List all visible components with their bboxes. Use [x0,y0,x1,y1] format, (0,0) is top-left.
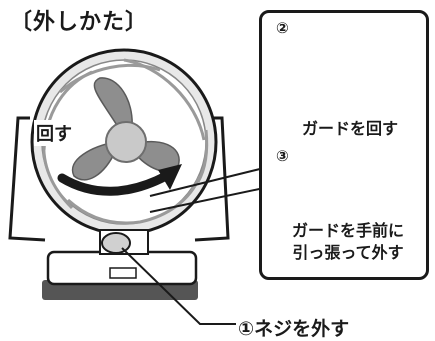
screw-knob [101,232,131,254]
fan-left-arm [8,116,46,242]
section-title: 〔外しかた〕 [10,10,149,35]
fan-hub [105,121,147,163]
step3-text-line1: ガードを手前に [291,221,404,240]
rotate-arrow [57,171,171,196]
rotate-label: 回す [34,120,74,146]
step3-number: ③ [276,147,289,165]
step2-number: ② [276,19,289,37]
step1-label: ①ネジを外す [238,318,350,340]
step2-text: ガードを回す [301,119,398,138]
leader-line-screw [121,247,236,325]
fan-base-label [109,267,137,279]
step3-text-line2: 引っ張って外す [292,243,404,262]
leader-line-top [149,167,265,197]
callout-box: ② ガードを回す ③ ガードを手前に 引っ張って外す [259,10,429,280]
rotate-arrow-head [158,164,182,190]
leader-line-bottom [149,187,265,213]
